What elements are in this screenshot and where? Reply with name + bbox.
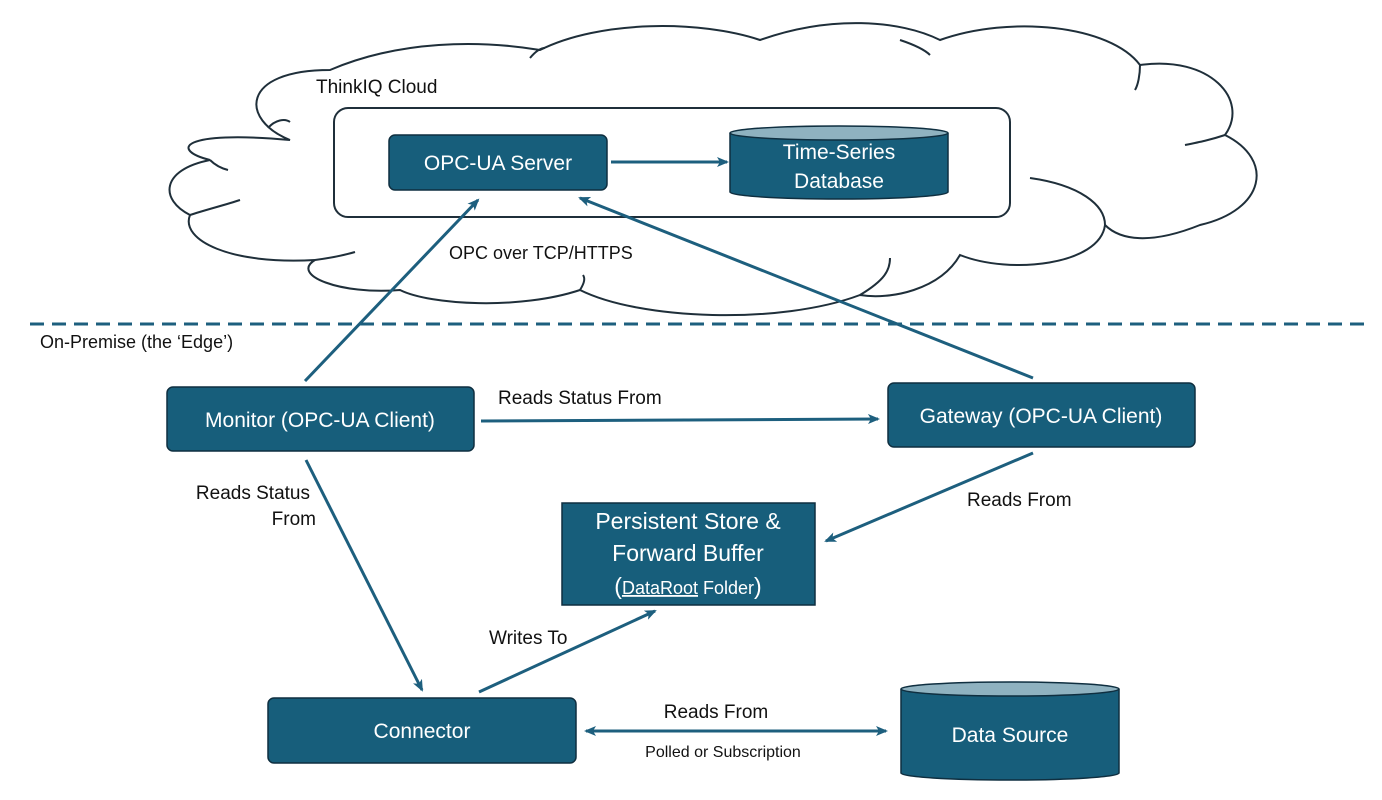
monitor-label: Monitor (OPC-UA Client): [205, 409, 435, 432]
monitor-connector-edge-label-line2: From: [272, 509, 316, 530]
monitor-gateway-edge-label: Reads Status From: [498, 388, 662, 409]
data-source-label: Data Source: [952, 724, 1069, 747]
monitor-node: Monitor (OPC-UA Client): [166, 386, 475, 452]
gateway-store-edge-label: Reads From: [967, 490, 1072, 511]
gateway-node: Gateway (OPC-UA Client): [887, 382, 1196, 448]
connector-source-edge-label: Reads From: [664, 702, 769, 723]
timeseries-database-node: Time-Series Database: [729, 125, 949, 200]
connector-label: Connector: [374, 720, 471, 743]
edge-zone-label: On-Premise (the ‘Edge’): [40, 332, 233, 352]
persistent-store-label-line2: Forward Buffer: [612, 540, 764, 566]
opcua-server-node: OPC-UA Server: [388, 134, 608, 191]
edge-connector-to-store: [478, 609, 657, 694]
store-paren-close: ): [754, 573, 762, 599]
timeseries-database-label-line2: Database: [794, 170, 884, 193]
edge-monitor-to-server: [303, 198, 480, 383]
connector-source-edge-note: Polled or Subscription: [645, 744, 801, 761]
edge-gateway-to-store: [824, 451, 1034, 543]
edge-monitor-to-gateway: [480, 414, 880, 425]
cloud-zone-label: ThinkIQ Cloud: [316, 77, 437, 98]
gateway-label: Gateway (OPC-UA Client): [920, 405, 1163, 428]
timeseries-database-label-line1: Time-Series: [783, 141, 895, 164]
persistent-store-label-line1: Persistent Store &: [595, 508, 780, 534]
store-folder-word: Folder: [698, 578, 754, 598]
persistent-store-label-line3: (DataRoot Folder): [614, 573, 761, 599]
data-source-node: Data Source: [900, 681, 1120, 781]
store-paren-open: (: [614, 573, 622, 599]
opc-transport-label: OPC over TCP/HTTPS: [449, 243, 633, 263]
edge-monitor-to-connector: [304, 459, 424, 692]
store-folder-name: DataRoot: [622, 578, 698, 598]
opcua-server-label: OPC-UA Server: [424, 152, 572, 175]
connector-node: Connector: [267, 697, 577, 764]
connector-store-edge-label: Writes To: [489, 628, 568, 649]
edge-gateway-to-server: [578, 196, 1034, 380]
persistent-store-node: Persistent Store & Forward Buffer (DataR…: [561, 502, 816, 606]
monitor-connector-edge-label-line1: Reads Status: [196, 483, 310, 504]
